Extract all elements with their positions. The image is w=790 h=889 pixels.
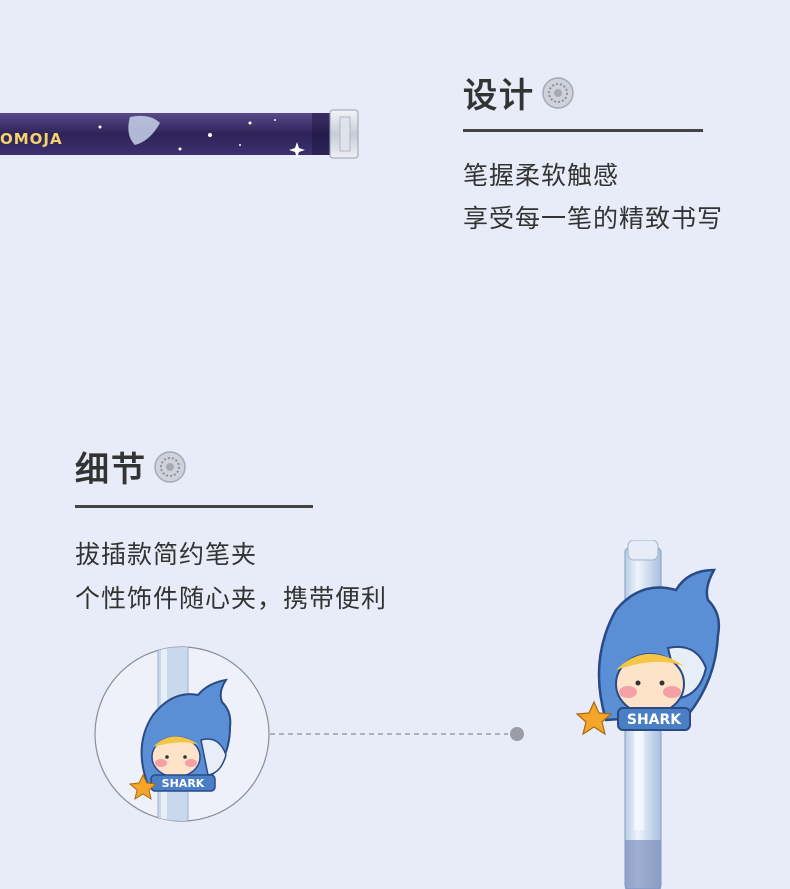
design-line-2: 享受每一笔的精致书写 xyxy=(463,204,724,233)
detail-underline xyxy=(75,505,313,508)
detail-line-1: 拔插款简约笔夹 xyxy=(75,540,258,569)
detail-line-2: 个性饰件随心夹，携带便利 xyxy=(75,584,388,613)
detail-title: 细节 xyxy=(75,450,147,490)
pen-clip-image: SHARK xyxy=(575,540,721,889)
pen-body-image xyxy=(0,109,359,159)
design-heading: 设计 xyxy=(463,68,575,117)
ring-icon xyxy=(154,450,186,483)
ring-icon xyxy=(542,76,574,109)
detail-heading: 细节 xyxy=(75,442,187,491)
charm-label: SHARK xyxy=(162,777,205,790)
connector-line xyxy=(270,727,524,741)
design-title: 设计 xyxy=(463,76,535,116)
star-icon xyxy=(289,142,305,158)
brand-text: OMOJA xyxy=(0,130,63,148)
charm-label-large: SHARK xyxy=(627,712,682,728)
zoom-circle: SHARK xyxy=(94,646,270,822)
design-underline xyxy=(463,129,703,132)
design-line-1: 笔握柔软触感 xyxy=(463,161,620,190)
